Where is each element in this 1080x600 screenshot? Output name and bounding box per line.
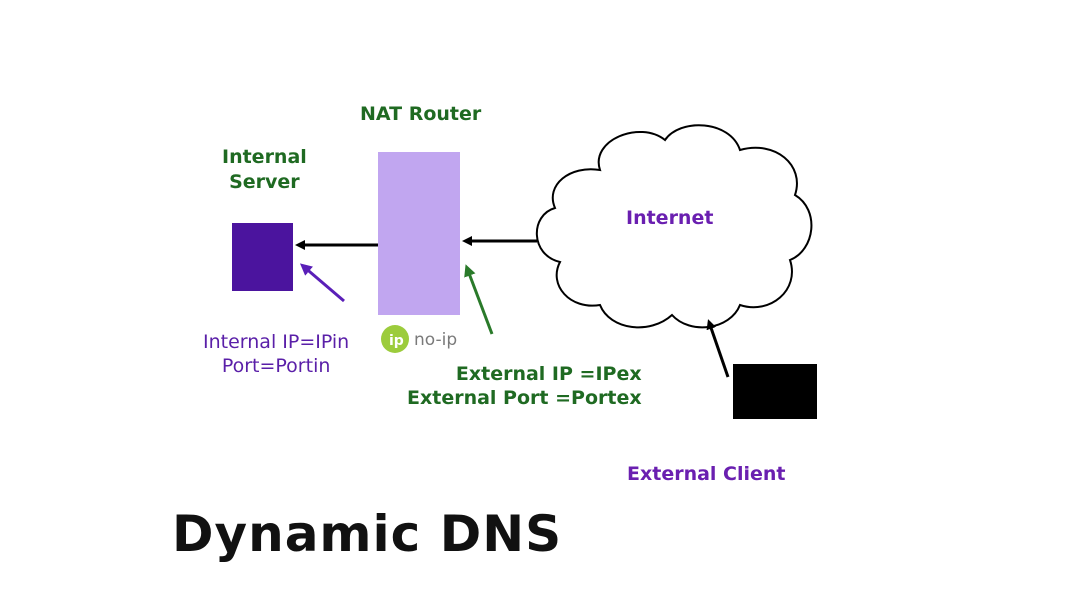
arrow-external-address xyxy=(464,264,494,335)
internet-label: Internet xyxy=(626,207,714,229)
internal-port-text: Port=Portin xyxy=(221,355,331,377)
external-port-text: External Port =Portex xyxy=(407,387,642,409)
internal-ip-text: Internal IP=IPin xyxy=(203,331,350,353)
internal-server-label-line1: Internal xyxy=(222,146,307,168)
cloud-icon xyxy=(535,124,813,329)
external-ip-text: External IP =IPex xyxy=(455,363,642,385)
internal-server-label: Internal Server xyxy=(222,145,307,195)
noip-logo-text: no-ip xyxy=(414,330,457,350)
arrow-client-to-internet xyxy=(706,319,730,378)
internal-address-info: Internal IP=IPin Port=Portin xyxy=(203,330,349,378)
svg-text:ip: ip xyxy=(389,333,404,349)
noip-logo-icon: ip no-ip xyxy=(381,325,457,353)
external-client-label: External Client xyxy=(627,463,786,485)
page-title: Dynamic DNS xyxy=(172,505,563,563)
nat-router-label: NAT Router xyxy=(360,103,482,125)
internal-server-box xyxy=(232,223,293,291)
external-address-info: External IP =IPex External Port =Portex xyxy=(407,362,642,410)
nat-router-box xyxy=(378,152,460,315)
external-client-box xyxy=(733,364,817,419)
internal-server-label-line2: Server xyxy=(229,171,300,193)
arrow-internal-address xyxy=(299,263,345,303)
